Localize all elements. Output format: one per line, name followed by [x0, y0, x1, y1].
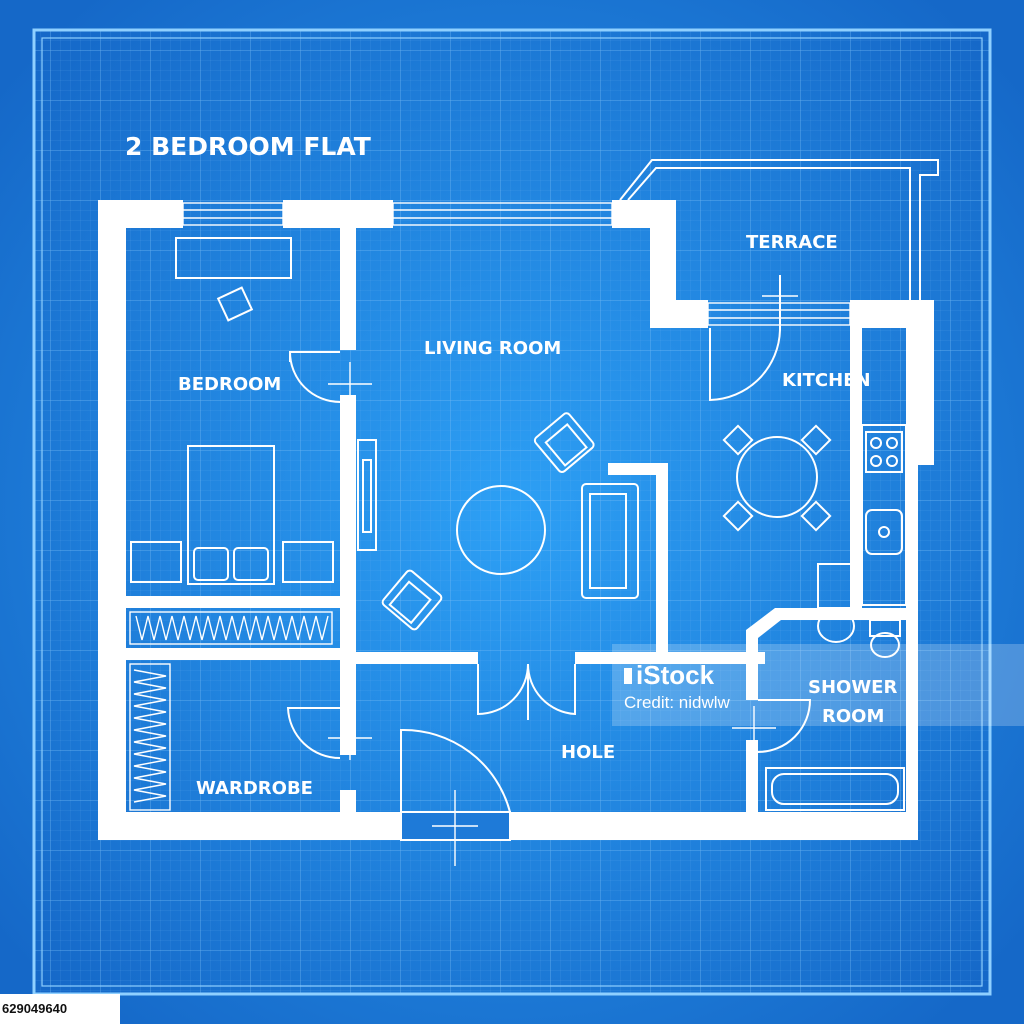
istock-logo-icon — [624, 656, 632, 684]
room-label-shower-line1: SHOWER — [808, 677, 897, 698]
walls — [98, 200, 934, 840]
room-label-living-room: LIVING ROOM — [424, 338, 561, 359]
room-label-kitchen: KITCHEN — [782, 370, 871, 391]
room-labels: TERRACE LIVING ROOM BEDROOM KITCHEN WARD… — [178, 232, 897, 799]
watermark-credit: Credit: nidwlw — [624, 693, 731, 712]
inner-frame — [41, 37, 983, 987]
windows — [182, 202, 917, 813]
watermark-brand: iStock — [636, 660, 715, 690]
room-label-shower-line2: ROOM — [822, 706, 884, 727]
bathroom-fixtures — [765, 563, 905, 811]
room-label-bedroom: BEDROOM — [178, 374, 281, 395]
bedroom-furniture — [130, 237, 334, 585]
wardrobe-hangers — [129, 611, 333, 811]
room-label-wardrobe: WARDROBE — [196, 778, 313, 799]
terrace-railing — [619, 159, 939, 300]
living-room-furniture — [357, 412, 639, 631]
crosshair-marks — [328, 280, 798, 866]
istock-watermark: iStock Credit: nidwlw — [612, 644, 1024, 726]
room-label-terrace: TERRACE — [746, 232, 838, 253]
kitchen-furniture — [722, 424, 907, 606]
outer-frame — [32, 28, 992, 996]
room-label-hole: HOLE — [561, 742, 615, 763]
grid-paper — [34, 30, 990, 994]
stock-image-id: 629049640 — [0, 994, 120, 1024]
plan-title: 2 BEDROOM FLAT — [125, 132, 371, 161]
